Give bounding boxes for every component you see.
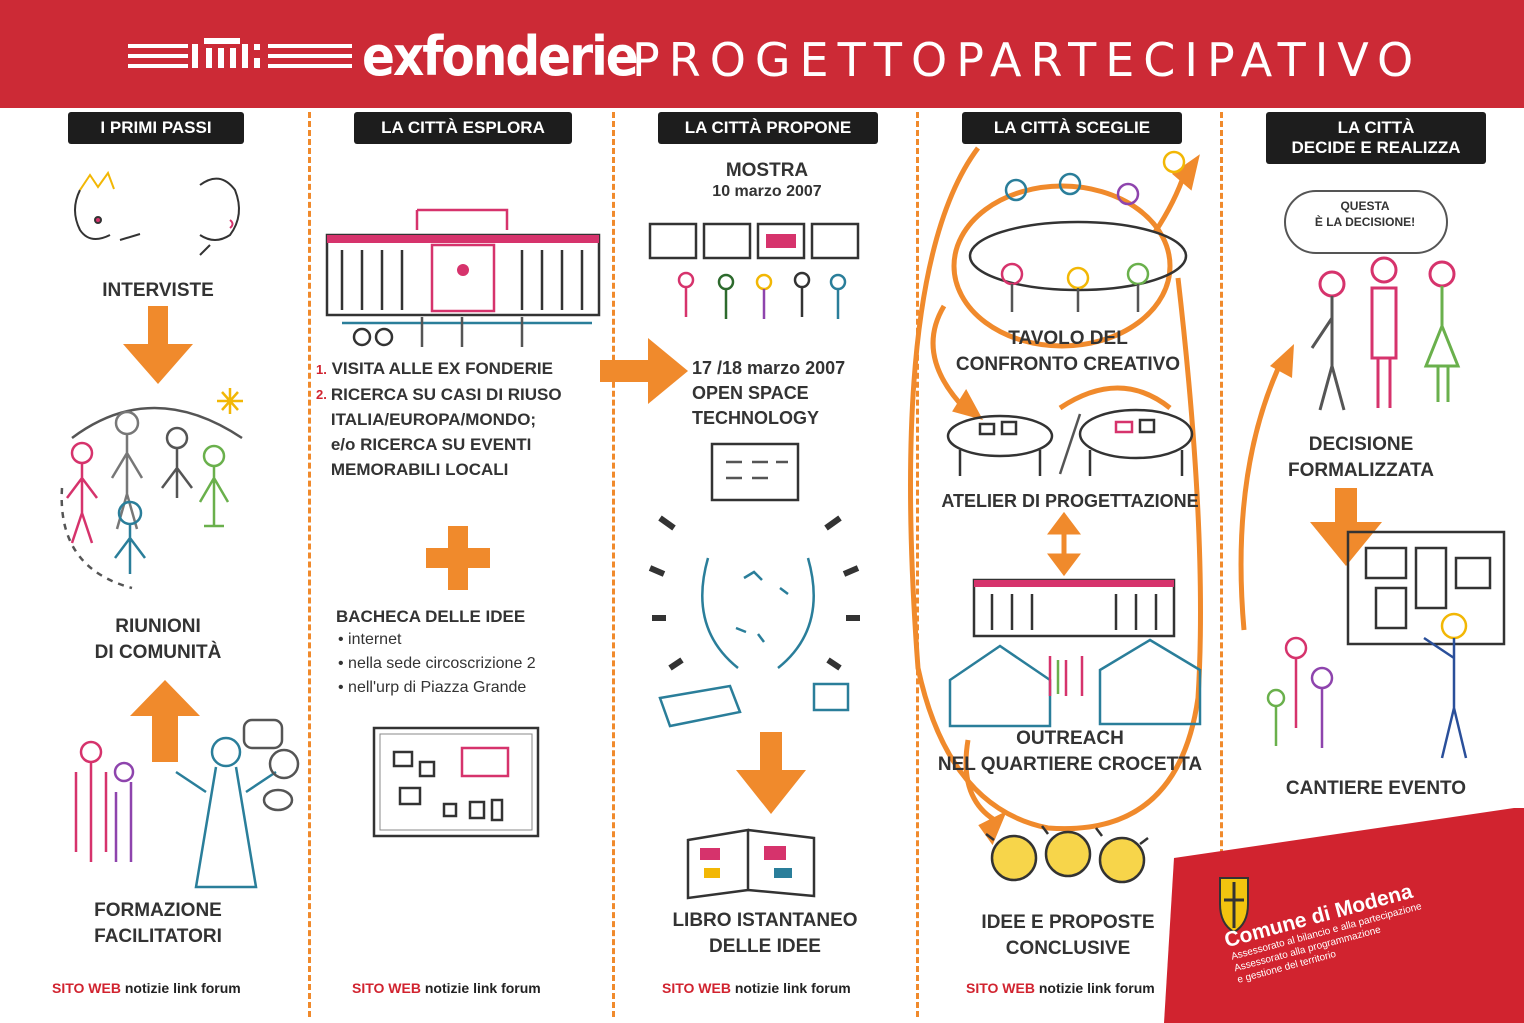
interview-illustration-icon (74, 170, 240, 256)
column-divider (308, 112, 311, 1017)
mostra-title: MOSTRA (725, 160, 809, 181)
header-banner (0, 0, 1524, 108)
column-divider (1220, 112, 1223, 1017)
bacheca-list: • internet • nella sede circoscrizione 2… (338, 631, 536, 696)
arrow-down-icon (123, 306, 193, 384)
mostra-date: 10 marzo 2007 (712, 183, 822, 200)
column-divider (916, 112, 919, 1017)
tab-citta-propone: LA CITTÀ PROPONE (658, 112, 878, 144)
training-illustration-icon (74, 718, 300, 889)
label-decisione: DECISIONE FORMALIZZATA (1288, 434, 1434, 481)
speech-bubble-text: QUESTA È LA DECISIONE! (1314, 199, 1416, 229)
label-tavolo: TAVOLO DEL CONFRONTO CREATIVO (955, 328, 1181, 375)
tab-citta-esplora: LA CITTÀ ESPLORA (354, 112, 572, 144)
construction-site-icon (1266, 530, 1506, 759)
arrow-right-icon (600, 338, 688, 404)
label-atelier: ATELIER DI PROGETTAZIONE (941, 491, 1199, 511)
label-idee: IDEE E PROPOSTE CONCLUSIVE (981, 912, 1155, 959)
label-outreach: OUTREACH NEL QUARTIERE CROCETTA (937, 728, 1203, 775)
exfonderie-logo-icon (128, 38, 352, 68)
open-space-circle-icon (648, 442, 860, 728)
neighborhood-outreach-icon (948, 578, 1202, 728)
ideas-lightbulbs-icon (985, 825, 1149, 884)
curved-arrow-icon (1238, 344, 1294, 631)
arrow-up-icon (130, 680, 200, 762)
web-links[interactable]: SITO WEB notizie link forum (662, 980, 851, 996)
column-divider (612, 112, 615, 1017)
ex-fonderie-building-icon (325, 208, 601, 347)
label-libro: LIBRO ISTANTANEO DELLE IDEE (672, 910, 858, 957)
page-title: PROGETTOPARTECIPATIVO (632, 33, 1423, 87)
web-links[interactable]: SITO WEB notizie link forum (352, 980, 541, 996)
decision-people-icon (1310, 256, 1461, 411)
speech-bubble (1284, 190, 1448, 254)
exploration-list: 1. VISITA ALLE EX FONDERIE 2.RICERCA SU … (316, 359, 562, 479)
arrow-down-icon (736, 732, 806, 814)
web-links[interactable]: SITO WEB notizie link forum (966, 980, 1155, 996)
tab-citta-sceglie: LA CITTÀ SCEGLIE (962, 112, 1182, 144)
comune-corner-panel (1164, 808, 1524, 1023)
atelier-tables-icon (946, 408, 1194, 476)
open-space-text: 17 /18 marzo 2007 OPEN SPACE TECHNOLOGY (692, 358, 846, 428)
community-meeting-icon (60, 388, 243, 590)
plus-icon (426, 526, 490, 590)
tab-primi-passi: I PRIMI PASSI (68, 112, 244, 144)
bacheca-title: BACHECA DELLE IDEE (336, 607, 526, 626)
round-table-icon (968, 150, 1188, 312)
label-interviste: INTERVISTE (102, 280, 214, 301)
exhibition-illustration-icon (648, 222, 860, 319)
book-icon (686, 828, 816, 900)
label-formazione: FORMAZIONE FACILITATORI (94, 900, 222, 947)
label-riunioni: RIUNIONI DI COMUNITÀ (94, 616, 222, 663)
logo-text: exfonderie (362, 25, 639, 88)
tab-citta-decide: LA CITTÀ DECIDE E REALIZZA (1266, 112, 1486, 164)
idea-board-icon (372, 726, 540, 838)
web-links[interactable]: SITO WEB notizie link forum (52, 980, 241, 996)
label-cantiere: CANTIERE EVENTO (1285, 778, 1467, 799)
